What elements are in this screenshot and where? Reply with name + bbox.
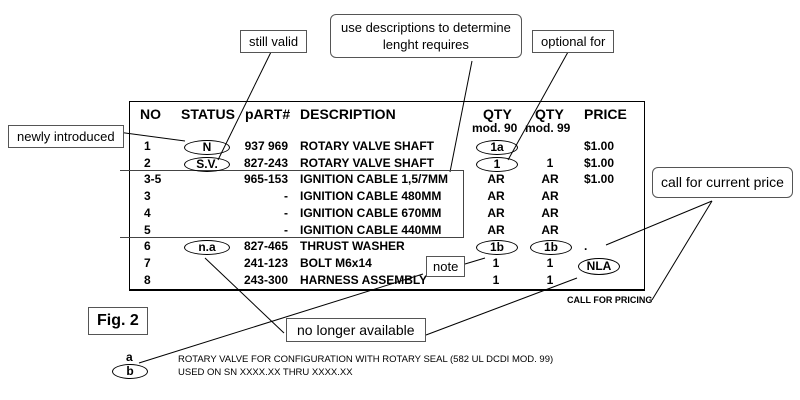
callout-note: note xyxy=(426,256,466,277)
cell-part: 937 969 xyxy=(244,139,288,153)
cell-qty99: AR xyxy=(541,172,559,187)
status-badge: N xyxy=(184,140,230,155)
cell-qty99: 1 xyxy=(546,272,554,287)
cell-price: . xyxy=(584,239,588,254)
leader-use-descriptions xyxy=(449,60,473,173)
leader-call-price-pricing xyxy=(651,200,713,301)
cell-qty90: AR xyxy=(487,189,505,204)
cell-description: IGNITION CABLE 480MM xyxy=(300,189,442,204)
callout-use-descriptions-line2: lenght requires xyxy=(382,37,469,52)
cell-price: $1.00 xyxy=(584,172,615,187)
leader-call-price-dot xyxy=(605,200,713,246)
cell-qty99: 1 xyxy=(546,155,554,170)
header-no: NO xyxy=(140,106,161,122)
footnote-key-b: b xyxy=(112,364,148,379)
cell-qty99: AR xyxy=(541,222,559,237)
cell-part: 243-300 xyxy=(243,272,288,287)
parts-table xyxy=(129,101,645,291)
leader-note-footnote xyxy=(138,273,424,364)
header-qty90: QTY xyxy=(483,106,512,122)
cell-description: ROTARY VALVE SHAFT xyxy=(300,155,435,170)
header-description: DESCRIPTION xyxy=(300,106,396,122)
cell-part: 965-153 xyxy=(243,172,288,187)
qty90-badge: 1a xyxy=(476,140,518,155)
qty99-badge: 1b xyxy=(530,240,572,256)
cell-qty90: AR xyxy=(487,205,505,220)
cell-qty99: 1 xyxy=(546,255,554,270)
footnote-line-2: USED ON SN XXXX.XX THRU XXXX.XX xyxy=(178,367,353,378)
cell-part: 241-123 xyxy=(243,255,288,270)
cell-description: HARNESS ASSEMBLY xyxy=(300,272,428,287)
header-qty99-sub: mod. 99 xyxy=(525,121,571,135)
ignition-cable-group-box xyxy=(120,170,464,238)
cell-no: 4 xyxy=(144,205,151,220)
cell-qty99: AR xyxy=(541,189,559,204)
cell-description: IGNITION CABLE 670MM xyxy=(300,205,442,220)
callout-still-valid: still valid xyxy=(240,30,308,53)
cell-part: - xyxy=(284,205,288,220)
header-price: PRICE xyxy=(584,106,627,122)
cell-description: IGNITION CABLE 1,5/7MM xyxy=(300,172,449,187)
leader-nla xyxy=(425,277,578,336)
callout-use-descriptions: use descriptions to determine lenght req… xyxy=(330,14,522,58)
cell-part: 827-465 xyxy=(243,239,288,254)
leader-optional-for xyxy=(507,51,569,161)
cell-description: ROTARY VALVE SHAFT xyxy=(300,139,435,153)
callout-call-for-current-price: call for current price xyxy=(652,167,793,198)
cell-qty90: AR xyxy=(487,172,505,187)
cell-qty99: AR xyxy=(541,205,559,220)
figure-label: Fig. 2 xyxy=(88,307,148,335)
callout-no-longer-available: no longer available xyxy=(286,318,426,342)
leader-note xyxy=(464,257,486,265)
cell-qty90: 1 xyxy=(492,255,500,270)
status-badge: n.a xyxy=(184,240,230,256)
header-qty90-sub: mod. 90 xyxy=(472,121,518,135)
cell-no: 7 xyxy=(144,255,151,270)
cell-description: THRUST WASHER xyxy=(300,239,405,254)
cell-price: $1.00 xyxy=(584,155,615,170)
cell-no: 2 xyxy=(144,155,151,170)
callout-call-for-pricing: CALL FOR PRICING xyxy=(567,295,653,305)
status-badge: S.V. xyxy=(184,156,230,172)
qty90-badge: 1b xyxy=(476,240,518,256)
cell-no: 6 xyxy=(144,239,151,254)
callout-optional-for: optional for xyxy=(532,30,615,53)
header-part: pART# xyxy=(245,106,291,122)
callout-use-descriptions-line1: use descriptions to determine xyxy=(341,20,511,35)
cell-price: $1.00 xyxy=(584,139,615,153)
cell-qty90: AR xyxy=(487,222,505,237)
leader-still-valid xyxy=(217,49,273,161)
cell-part: - xyxy=(284,222,288,237)
qty90-badge: 1 xyxy=(476,156,518,172)
cell-no: 3-5 xyxy=(144,172,162,187)
cell-no: 5 xyxy=(144,222,151,237)
cell-description: BOLT M6x14 xyxy=(300,255,372,270)
header-status: STATUS xyxy=(181,106,235,122)
footnote-key-a: a xyxy=(126,350,133,364)
callout-newly-introduced: newly introduced xyxy=(8,125,124,148)
cell-no: 8 xyxy=(144,272,151,287)
cell-part: 827-243 xyxy=(243,155,288,170)
cell-part: - xyxy=(284,189,288,204)
cell-qty90: 1 xyxy=(492,272,500,287)
leader-na xyxy=(204,257,285,334)
cell-no: 3 xyxy=(144,189,151,204)
footnote-line-1: ROTARY VALVE FOR CONFIGURATION WITH ROTA… xyxy=(178,354,554,365)
cell-no: 1 xyxy=(144,139,151,153)
price-nla-badge: NLA xyxy=(578,257,620,275)
cell-description: IGNITION CABLE 440MM xyxy=(300,222,442,237)
header-qty99: QTY xyxy=(535,106,564,122)
